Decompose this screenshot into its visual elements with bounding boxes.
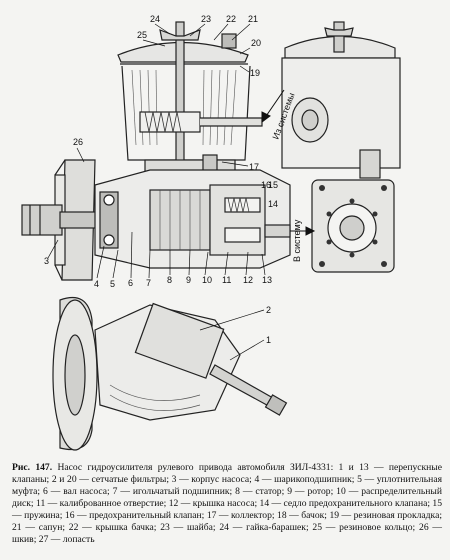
callout-17: 17 [249, 162, 259, 172]
callout-20: 20 [251, 38, 261, 48]
callouts-lower: 2 1 [199, 305, 271, 361]
callout-6: 6 [128, 278, 133, 288]
callout-22: 22 [226, 14, 236, 24]
callout-26: 26 [73, 137, 83, 147]
callout-9: 9 [186, 275, 191, 285]
callout-3: 3 [44, 256, 49, 266]
callout-14: 14 [268, 199, 278, 209]
callout-7: 7 [146, 278, 151, 288]
callout-8: 8 [167, 275, 172, 285]
callout-25: 25 [137, 30, 147, 40]
callout-5: 5 [110, 279, 115, 289]
callout-1: 1 [266, 335, 271, 345]
arrow-label-to-system: В систему [292, 219, 302, 262]
pump-section [21, 159, 291, 281]
callout-13: 13 [262, 275, 272, 285]
callout-10: 10 [202, 275, 212, 285]
callout-15: 15 [268, 180, 278, 190]
callout-11: 11 [222, 275, 231, 285]
callout-23: 23 [201, 14, 211, 24]
callout-21: 21 [248, 14, 258, 24]
flow-arrows [261, 89, 316, 236]
callout-12: 12 [243, 275, 253, 285]
callout-16: 16 [261, 180, 271, 190]
callout-4: 4 [94, 279, 99, 289]
callout-24: 24 [150, 14, 160, 24]
pump-technical-drawing: Из системы В систему 24 23 22 21 25 20 1… [21, 14, 401, 451]
pump-exterior-view [52, 296, 288, 451]
tank-section [117, 21, 263, 223]
tank-exterior [281, 21, 401, 273]
leader-lines [47, 23, 266, 279]
callout-19: 19 [250, 68, 260, 78]
caption-label: Рис. 147. [12, 462, 53, 473]
callouts-main: 24 23 22 21 25 20 19 17 16 15 14 26 3 4 … [44, 14, 278, 289]
callout-2: 2 [266, 305, 271, 315]
caption-text: Насос гидроусилителя рулевого привода ав… [12, 462, 443, 545]
figure-caption: Рис. 147. Насос гидроусилителя рулевого … [12, 462, 442, 546]
